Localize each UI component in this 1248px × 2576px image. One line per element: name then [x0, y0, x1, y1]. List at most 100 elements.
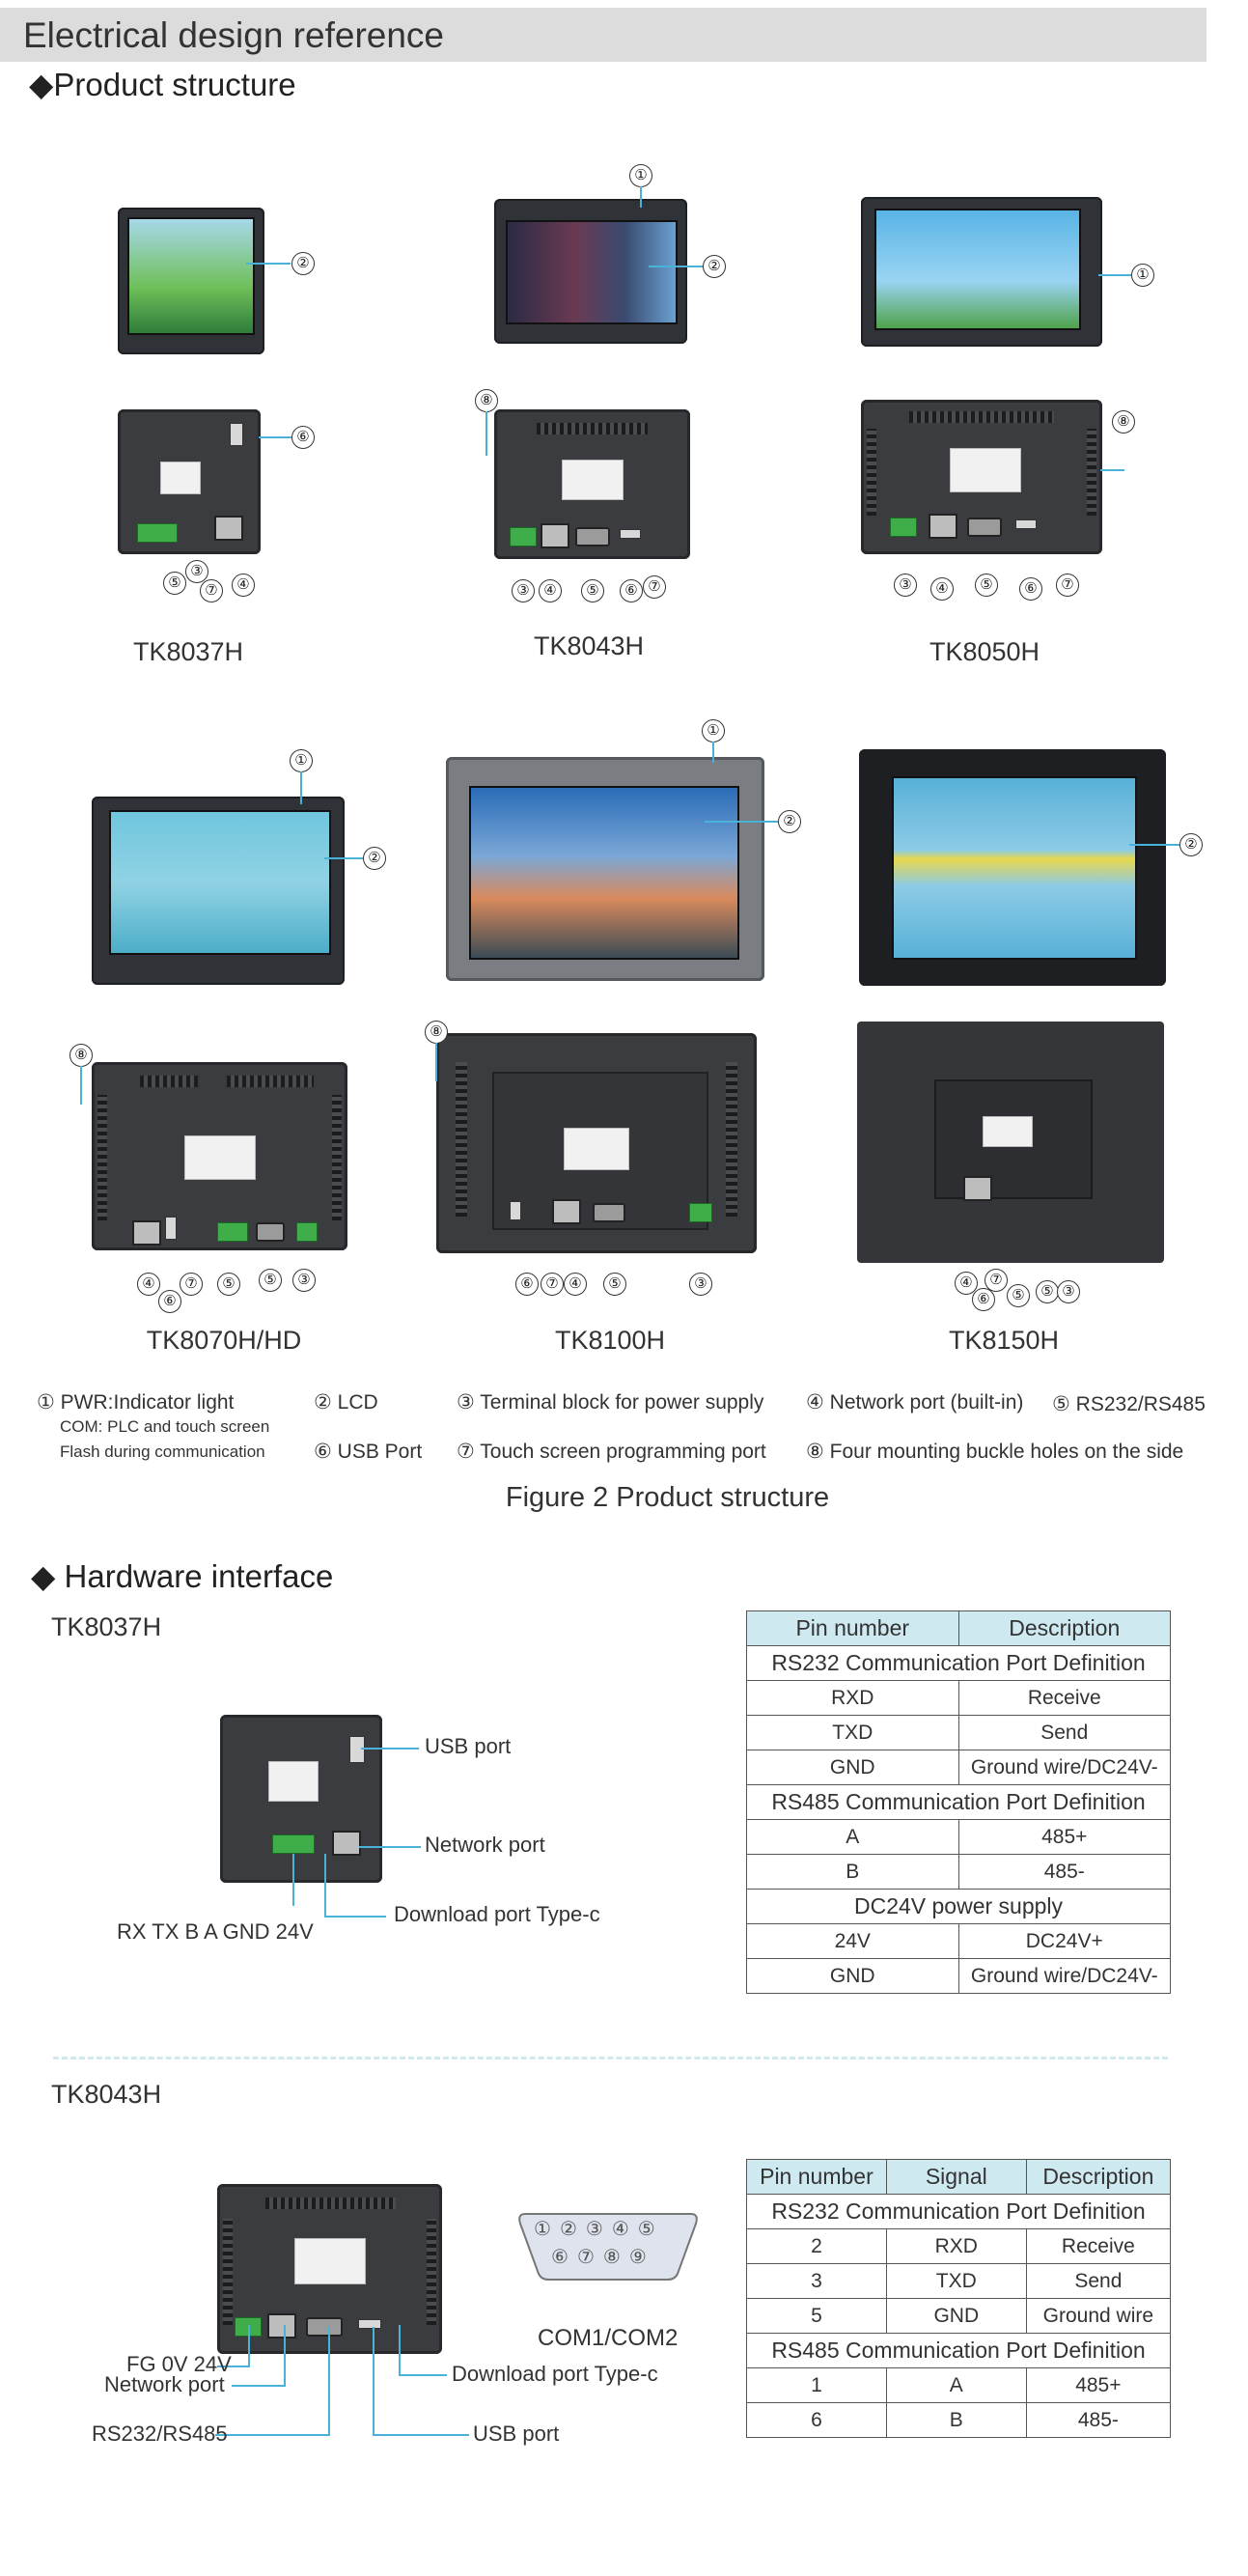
pin-label: ⑨ — [628, 2247, 655, 2268]
tk8070h-back-image — [92, 1062, 347, 1250]
db9-connector-icon — [518, 2213, 698, 2281]
marker-1: ① — [702, 719, 725, 742]
pin-label: ③ — [585, 2219, 612, 2240]
model-label-tk8037h: TK8037H — [132, 637, 244, 666]
leader-line — [399, 2374, 447, 2376]
leader-line — [80, 1066, 82, 1105]
pin-label: ⑤ — [637, 2219, 664, 2240]
leader-line — [324, 857, 363, 859]
leader-line — [324, 1916, 386, 1918]
tk8050h-back-image — [861, 400, 1102, 554]
model-label-tk8150h: TK8150H — [948, 1326, 1060, 1355]
leader-line — [232, 2385, 286, 2387]
db9-pins-bottom: ⑥⑦⑧⑨ — [551, 2245, 686, 2269]
legend-buckle: ⑧ Four mounting buckle holes on the side — [806, 1441, 1184, 1463]
table-cell: B — [885, 2402, 1027, 2438]
marker-1: ① — [1131, 264, 1154, 287]
hw2-callout-usb: USB port — [473, 2422, 560, 2446]
pin-label: ① — [534, 2219, 560, 2240]
table-cell: 6 — [746, 2402, 887, 2438]
marker-7: ⑦ — [200, 579, 223, 602]
pin-label: ④ — [611, 2219, 638, 2240]
leader-line — [246, 263, 291, 265]
hw1-pin-table: Pin number Description RS232 Communicati… — [746, 1610, 1171, 1994]
tk8037h-front-image — [118, 208, 264, 354]
marker-4: ④ — [539, 579, 562, 602]
marker-5: ⑤ — [217, 1273, 240, 1296]
lcd-screen — [109, 810, 331, 955]
table-cell: A — [885, 2367, 1027, 2403]
lcd-screen — [874, 209, 1081, 330]
tk8043h-back-image — [494, 409, 690, 559]
table-section-title: RS232 Communication Port Definition — [746, 2194, 1171, 2229]
marker-2: ② — [703, 255, 726, 278]
table-header: Pin number — [746, 1610, 959, 1646]
marker-2: ② — [778, 810, 801, 833]
tk8150h-back-image — [857, 1022, 1164, 1263]
table-cell: Ground wire/DC24V- — [957, 1958, 1171, 1994]
legend-com-line1: COM: PLC and touch screen — [60, 1417, 270, 1436]
leader-line — [640, 186, 642, 208]
pin-label: ⑧ — [602, 2247, 629, 2268]
marker-3: ③ — [894, 574, 917, 597]
marker-5: ⑤ — [259, 1269, 282, 1292]
leader-line — [300, 771, 302, 804]
marker-6: ⑥ — [515, 1273, 539, 1296]
hw1-model: TK8037H — [51, 1612, 162, 1641]
table-cell: TXD — [885, 2263, 1027, 2299]
table-cell: Send — [957, 1715, 1171, 1750]
tk8100h-back-image — [436, 1033, 757, 1253]
tk8050h-front-image — [861, 197, 1102, 347]
marker-6: ⑥ — [158, 1290, 181, 1313]
leader-line — [649, 266, 703, 267]
hw1-callout-usb: USB port — [425, 1734, 512, 1758]
marker-7: ⑦ — [1056, 574, 1079, 597]
marker-7: ⑦ — [180, 1273, 203, 1296]
leader-line — [485, 411, 487, 456]
table-cell: 485+ — [957, 1819, 1171, 1855]
table-header: Pin number — [746, 2159, 887, 2195]
leader-line — [435, 1043, 437, 1081]
table-section-title: RS485 Communication Port Definition — [746, 2333, 1171, 2368]
table-cell: B — [746, 1854, 959, 1890]
tk8100h-front-image — [446, 757, 764, 981]
hw2-pin-table: Pin number Signal Description RS232 Comm… — [746, 2159, 1172, 2438]
leader-line — [217, 2366, 250, 2367]
hw2-model: TK8043H — [51, 2080, 162, 2109]
leader-line — [328, 2327, 330, 2435]
divider — [53, 2057, 1168, 2059]
marker-6: ⑥ — [972, 1288, 995, 1311]
lcd-screen — [506, 220, 678, 324]
legend-touch: ⑦ Touch screen programming port — [457, 1441, 766, 1463]
marker-3: ③ — [1057, 1280, 1080, 1303]
marker-2: ② — [291, 252, 315, 275]
legend-pwr: ① PWR:Indicator light — [37, 1391, 235, 1414]
marker-5: ⑤ — [581, 579, 604, 602]
legend-terminal: ③ Terminal block for power supply — [457, 1391, 764, 1414]
marker-3: ③ — [689, 1273, 712, 1296]
table-cell: 2 — [746, 2228, 887, 2264]
table-cell: 3 — [746, 2263, 887, 2299]
leader-line — [284, 2325, 286, 2385]
hw2-callout-rs: RS232/RS485 — [92, 2422, 228, 2446]
table-cell: A — [746, 1819, 959, 1855]
hw1-callout-network: Network port — [425, 1833, 545, 1857]
table-cell: Receive — [1025, 2228, 1172, 2264]
model-label-tk8043h: TK8043H — [533, 631, 645, 660]
table-header: Signal — [885, 2159, 1027, 2195]
leader-line — [373, 2327, 374, 2435]
section-title-hardware-interface: ◆ Hardware interface — [31, 1558, 334, 1594]
hw1-device-image — [220, 1715, 382, 1883]
hw1-callout-terminal: RX TX B A GND 24V — [117, 1919, 314, 1944]
table-cell: 24V — [746, 1923, 959, 1959]
table-header: Description — [1025, 2159, 1172, 2195]
leader-line — [292, 1854, 294, 1906]
marker-4: ④ — [955, 1272, 978, 1295]
table-section-title: DC24V power supply — [746, 1889, 1171, 1924]
marker-8: ⑧ — [425, 1021, 448, 1044]
marker-1: ① — [290, 749, 313, 772]
marker-7: ⑦ — [643, 575, 666, 599]
legend-usb: ⑥ USB Port — [314, 1441, 423, 1463]
marker-4: ④ — [930, 577, 954, 601]
legend-network: ④ Network port (built-in) — [806, 1391, 1024, 1414]
